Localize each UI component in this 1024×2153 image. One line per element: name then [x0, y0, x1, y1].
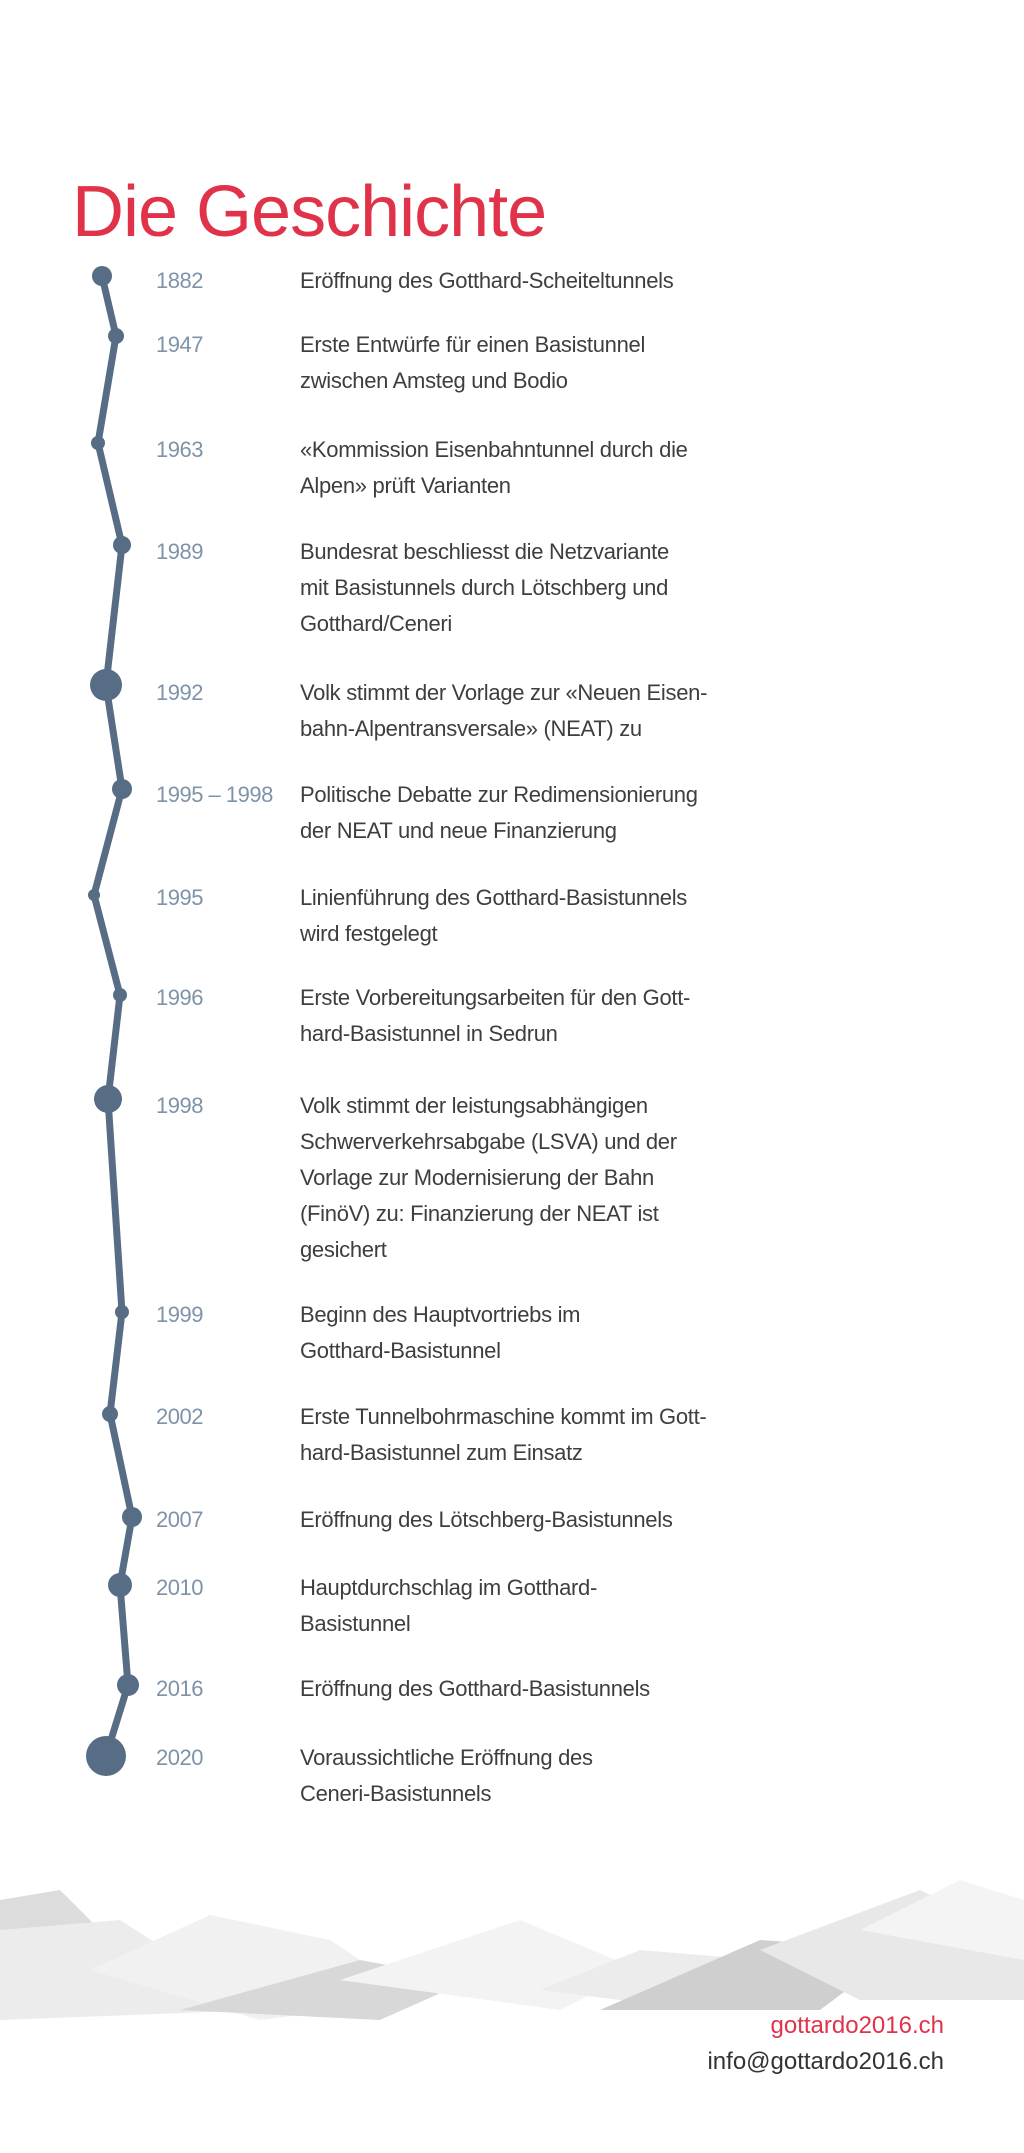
timeline-dot	[122, 1507, 142, 1527]
timeline-description-line: Eröffnung des Gotthard-Scheiteltunnels	[300, 268, 674, 293]
page-title: Die Geschichte	[72, 172, 547, 253]
timeline-description: Linienführung des Gotthard-Basistunnels w…	[300, 880, 760, 952]
timeline-description: Eröffnung des Gotthard-Basistunnels	[300, 1671, 760, 1707]
timeline-dot	[112, 779, 132, 799]
email-link[interactable]: info@gottardo2016.ch	[707, 2048, 944, 2075]
timeline-description-line: Erste Tunnelbohrmaschine kommt im Gott-	[300, 1404, 707, 1429]
timeline-dot	[92, 266, 112, 286]
timeline-description-line: der NEAT und neue Finanzierung	[300, 818, 617, 843]
timeline-year: 2007	[156, 1507, 203, 1532]
timeline-description: Volk stimmt der Vorlage zur «Neuen Eisen…	[300, 675, 760, 747]
timeline-description-line: hard-Basistunnel in Sedrun	[300, 1021, 558, 1046]
timeline-year: 2002	[156, 1404, 203, 1429]
website-link[interactable]: gottardo2016.ch	[770, 2012, 944, 2039]
timeline-year: 1963	[156, 437, 203, 462]
timeline-dot	[91, 436, 105, 450]
timeline-description: Eröffnung des Gotthard-Scheiteltunnels	[300, 263, 760, 299]
timeline-description-line: Gotthard-Basistunnel	[300, 1338, 501, 1363]
timeline-year: 1882	[156, 268, 203, 293]
timeline-description-line: hard-Basistunnel zum Einsatz	[300, 1440, 583, 1465]
timeline-dot	[88, 889, 100, 901]
timeline-dot	[117, 1674, 139, 1696]
timeline-description-line: wird festgelegt	[300, 921, 438, 946]
timeline-description-line: Voraussichtliche Eröffnung des	[300, 1745, 593, 1770]
timeline-description-line: Politische Debatte zur Redimensionierung	[300, 782, 698, 807]
timeline-description-line: Volk stimmt der leistungsabhängigen	[300, 1093, 648, 1118]
timeline-description-line: Hauptdurchschlag im Gotthard-	[300, 1575, 598, 1600]
timeline-description-line: Vorlage zur Modernisierung der Bahn	[300, 1165, 654, 1190]
timeline-year: 2010	[156, 1575, 203, 1600]
timeline-dot	[94, 1085, 122, 1113]
timeline-description-line: mit Basistunnels durch Lötschberg und	[300, 575, 669, 600]
timeline-description-line: Beginn des Hauptvortriebs im	[300, 1302, 581, 1327]
timeline-dot	[108, 328, 124, 344]
timeline-description-line: Bundesrat beschliesst die Netzvariante	[300, 539, 669, 564]
timeline-year: 1996	[156, 985, 203, 1010]
timeline-dot	[86, 1736, 126, 1776]
timeline-description-line: Basistunnel	[300, 1611, 411, 1636]
mountain-decoration	[0, 1880, 1024, 2060]
timeline-dot	[102, 1406, 118, 1422]
timeline-year: 1989	[156, 539, 203, 564]
timeline-description-line: Eröffnung des Lötschberg-Basistunnels	[300, 1507, 673, 1532]
timeline-year: 1995	[156, 885, 203, 910]
timeline-year: 1999	[156, 1302, 203, 1327]
timeline-description-line: gesichert	[300, 1237, 387, 1262]
timeline-dot	[115, 1305, 129, 1319]
timeline-description-line: «Kommission Eisenbahntunnel durch die	[300, 437, 688, 462]
timeline-description-line: bahn-Alpentransversale» (NEAT) zu	[300, 716, 642, 741]
timeline-description-line: Gotthard/Ceneri	[300, 611, 453, 636]
timeline-dot	[113, 536, 131, 554]
timeline-year: 1947	[156, 332, 203, 357]
timeline-description-line: Volk stimmt der Vorlage zur «Neuen Eisen…	[300, 680, 708, 705]
timeline-description-line: Eröffnung des Gotthard-Basistunnels	[300, 1676, 650, 1701]
timeline-dot	[113, 988, 127, 1002]
timeline-description: Erste Tunnelbohrmaschine kommt im Gott-h…	[300, 1399, 760, 1471]
timeline-line	[90, 272, 136, 1760]
timeline-dot	[90, 669, 122, 701]
timeline-description-line: zwischen Amsteg und Bodio	[300, 368, 568, 393]
timeline-description: Beginn des Hauptvortriebs im Gotthard-Bas…	[300, 1297, 760, 1369]
timeline-description: Erste Vorbereitungsarbeiten für den Gott…	[300, 980, 760, 1052]
timeline-dot	[108, 1573, 132, 1597]
timeline-description-line: Ceneri-Basistunnels	[300, 1781, 492, 1806]
timeline-year: 1995 – 1998	[156, 782, 273, 807]
timeline-description-line: Alpen» prüft Varianten	[300, 473, 511, 498]
timeline-description: Hauptdurchschlag im Gotthard- Basistunnel	[300, 1570, 760, 1642]
timeline-description: Erste Entwürfe für einen Basistunnel zwis…	[300, 327, 760, 399]
timeline-graphic	[86, 266, 142, 1776]
timeline-description-line: Linienführung des Gotthard-Basistunnels	[300, 885, 687, 910]
timeline-description-line: Schwerverkehrsabgabe (LSVA) und der	[300, 1129, 677, 1154]
timeline-description: Politische Debatte zur Redimensionierung…	[300, 777, 760, 849]
timeline-description: Bundesrat beschliesst die Netzvariante mi…	[300, 534, 760, 642]
timeline-year: 2020	[156, 1745, 203, 1770]
timeline-description-line: Erste Vorbereitungsarbeiten für den Gott…	[300, 985, 691, 1010]
timeline-description-line: Erste Entwürfe für einen Basistunnel	[300, 332, 646, 357]
timeline-year: 2016	[156, 1676, 203, 1701]
timeline-description-line: (FinöV) zu: Finanzierung der NEAT ist	[300, 1201, 659, 1226]
timeline-description: Eröffnung des Lötschberg-Basistunnels	[300, 1502, 760, 1538]
timeline-year: 1998	[156, 1093, 203, 1118]
timeline-year: 1992	[156, 680, 203, 705]
